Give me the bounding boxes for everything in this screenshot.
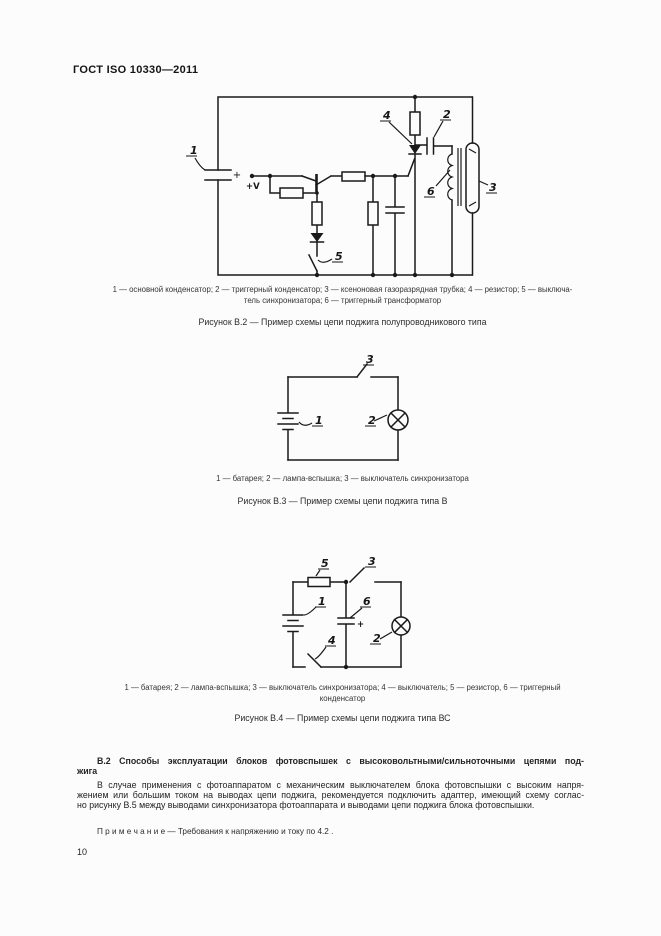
figure-b4-caption: Рисунок В.4 — Пример схемы цепи поджига … xyxy=(234,713,451,723)
figure-b4-legend-line1: 1 — батарея; 2 — лампа-вспышка; 3 — выкл… xyxy=(124,683,561,692)
paragraph-line3: но рисунку В.5 между выводами синхрониза… xyxy=(77,800,535,810)
figure-b4-label-6: 6 xyxy=(363,595,371,608)
note-text: П р и м е ч а н и е — Требования к напря… xyxy=(97,827,334,836)
paragraph-line1: В случае применения с фотоаппаратом с ме… xyxy=(97,780,584,790)
figure-b4-circuit-diagram: 3 5 1 4 + 6 2 xyxy=(282,555,411,670)
figure-b4-label-3: 3 xyxy=(368,555,376,568)
figure-b4-label-1: 1 xyxy=(318,595,326,608)
plus-v-label: +V xyxy=(246,182,260,192)
figure-b2-legend-line1: 1 — основной конденсатор; 2 — триггерный… xyxy=(112,285,573,294)
figure-b3-legend: 1 — батарея; 2 — лампа-вспышка; 3 — выкл… xyxy=(216,474,469,483)
figure-b2-label-3: 3 xyxy=(489,181,497,194)
standard-header: ГОСТ ISO 10330—2011 xyxy=(73,64,199,76)
figure-b4-label-5: 5 xyxy=(321,557,329,570)
section-heading-line1: В.2 Способы эксплуатации блоков фотовспы… xyxy=(97,756,584,766)
figure-b2-circuit-diagram: + +V 1 4 2 6 xyxy=(186,94,497,278)
figure-b2-label-5: 5 xyxy=(335,250,343,263)
figure-b2-label-4: 4 xyxy=(382,109,391,122)
figure-b3-label-3: 3 xyxy=(366,353,374,366)
figure-b4-label-4: 4 xyxy=(327,634,336,647)
figure-b2-label-6: 6 xyxy=(427,185,435,198)
figure-b4-label-2: 2 xyxy=(373,632,381,645)
plus-sign: + xyxy=(357,620,364,630)
figure-b2-caption: Рисунок В.2 — Пример схемы цепи поджига … xyxy=(198,317,487,327)
figure-b2-label-2: 2 xyxy=(443,108,451,121)
section-heading-line2: жига xyxy=(77,766,98,776)
figure-b3-label-2: 2 xyxy=(368,414,376,427)
paragraph-line2: жением или большим током на выводах цепи… xyxy=(77,790,584,800)
plus-sign: + xyxy=(233,170,241,181)
figure-b3-caption: Рисунок В.3 — Пример схемы цепи поджига … xyxy=(237,496,448,506)
figure-b2-legend-line2: тель синхронизатора; 6 — триггерный тран… xyxy=(243,296,442,305)
figure-b3-circuit-diagram: 3 1 2 xyxy=(277,353,409,461)
figure-b3-label-1: 1 xyxy=(315,414,323,427)
figure-b4-legend-line2: конденсатор xyxy=(319,694,366,703)
page-number: 10 xyxy=(77,847,88,857)
figure-b2-label-1: 1 xyxy=(190,144,198,157)
